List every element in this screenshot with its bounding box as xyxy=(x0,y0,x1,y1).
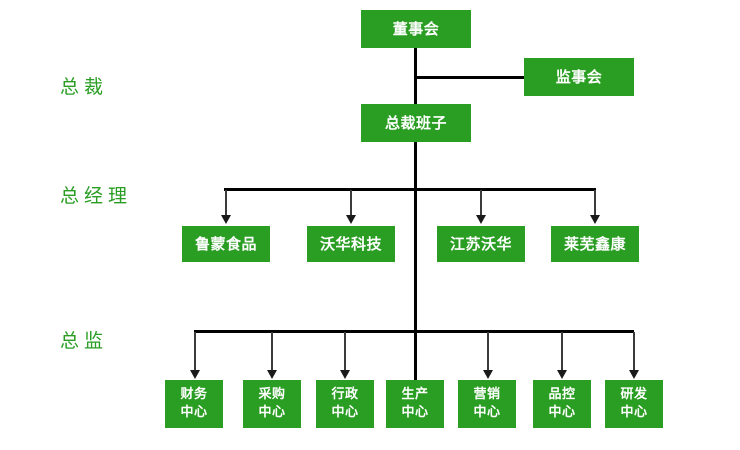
node-supervisory-board[interactable]: 监事会 xyxy=(524,58,634,96)
connector-drop-center-6 xyxy=(561,332,563,372)
node-subsidiary-wohua-tech[interactable]: 沃华科技 xyxy=(307,226,395,262)
arrowhead-center-5 xyxy=(483,370,493,379)
connector-president-team-to-subsidiaries-trunk xyxy=(414,142,417,190)
node-center-production[interactable]: 生产 中心 xyxy=(386,380,444,428)
node-president-team-label: 总裁班子 xyxy=(384,113,447,132)
arrowhead-center-6 xyxy=(557,370,567,379)
node-board[interactable]: 董事会 xyxy=(361,10,471,48)
connector-drop-center-4 xyxy=(414,330,417,380)
node-center-marketing[interactable]: 营销 中心 xyxy=(458,380,516,428)
connector-drop-center-7 xyxy=(633,332,635,372)
node-subsidiary-laiwu-xinkang-label: 莱芜鑫康 xyxy=(563,234,626,253)
node-subsidiary-wohua-tech-label: 沃华科技 xyxy=(319,234,382,253)
node-center-finance[interactable]: 财务 中心 xyxy=(165,380,223,428)
connector-drop-center-2 xyxy=(271,332,273,372)
node-board-label: 董事会 xyxy=(392,19,440,38)
connector-drop-center-1 xyxy=(194,332,196,372)
connector-drop-subsidiary-1 xyxy=(225,190,227,217)
node-subsidiary-lumeng-food-label: 鲁蒙食品 xyxy=(194,234,257,253)
connector-board-to-supervisory xyxy=(414,76,524,79)
arrowhead-center-1 xyxy=(190,370,200,379)
node-center-research-development-label: 研发 中心 xyxy=(620,386,648,420)
connector-drop-subsidiary-3 xyxy=(480,190,482,217)
node-center-production-label: 生产 中心 xyxy=(401,386,429,420)
node-subsidiary-jiangsu-wohua-label: 江苏沃华 xyxy=(449,234,512,253)
node-supervisory-board-label: 监事会 xyxy=(555,67,603,86)
node-subsidiary-laiwu-xinkang[interactable]: 莱芜鑫康 xyxy=(551,226,639,262)
node-subsidiary-jiangsu-wohua[interactable]: 江苏沃华 xyxy=(437,226,525,262)
connector-drop-subsidiary-4 xyxy=(594,190,596,217)
arrowhead-subsidiary-1 xyxy=(221,215,231,224)
node-center-procurement[interactable]: 采购 中心 xyxy=(243,380,301,428)
level-label-general-manager: 总经理 xyxy=(60,185,133,207)
node-center-quality-control[interactable]: 品控 中心 xyxy=(533,380,591,428)
arrowhead-center-2 xyxy=(267,370,277,379)
node-center-marketing-label: 营销 中心 xyxy=(473,386,501,420)
connector-drop-center-3 xyxy=(344,332,346,372)
node-center-research-development[interactable]: 研发 中心 xyxy=(605,380,663,428)
connector-trunk-to-centers xyxy=(414,188,417,333)
node-president-team[interactable]: 总裁班子 xyxy=(361,104,471,142)
level-label-president: 总裁 xyxy=(60,76,109,98)
connector-drop-center-5 xyxy=(487,332,489,372)
node-center-quality-control-label: 品控 中心 xyxy=(548,386,576,420)
level-label-director: 总监 xyxy=(60,330,109,352)
arrowhead-center-7 xyxy=(629,370,639,379)
node-center-administration[interactable]: 行政 中心 xyxy=(316,380,374,428)
arrowhead-center-3 xyxy=(340,370,350,379)
node-subsidiary-lumeng-food[interactable]: 鲁蒙食品 xyxy=(182,226,270,262)
node-center-finance-label: 财务 中心 xyxy=(180,386,208,420)
node-center-procurement-label: 采购 中心 xyxy=(258,386,286,420)
node-center-administration-label: 行政 中心 xyxy=(331,386,359,420)
connector-drop-subsidiary-2 xyxy=(350,190,352,217)
connector-subsidiaries-distribution-bar xyxy=(224,188,596,191)
arrowhead-subsidiary-4 xyxy=(590,215,600,224)
arrowhead-subsidiary-3 xyxy=(476,215,486,224)
arrowhead-subsidiary-2 xyxy=(346,215,356,224)
